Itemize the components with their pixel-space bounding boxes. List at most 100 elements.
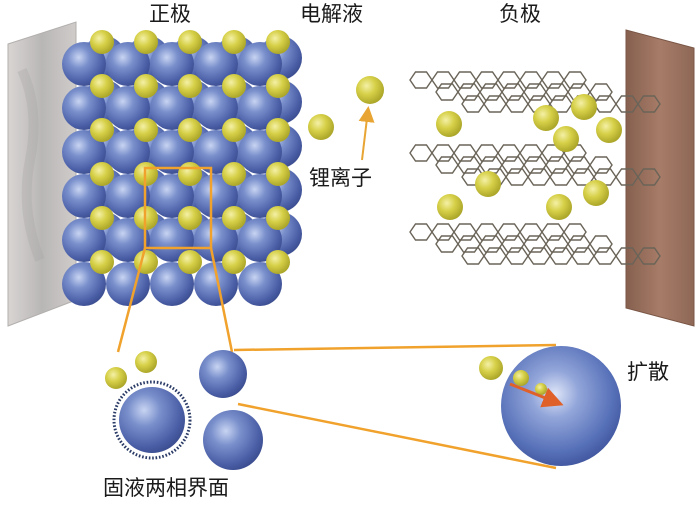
host-sphere [238, 130, 282, 174]
host-sphere [150, 262, 194, 306]
host-sphere [62, 174, 106, 218]
host-sphere [238, 174, 282, 218]
host-sphere [150, 174, 194, 218]
host-sphere [194, 174, 238, 218]
graphene-hexagon [479, 156, 503, 174]
host-sphere [62, 130, 106, 174]
anode-label: 负极 [499, 2, 541, 26]
graphene-hexagon [523, 235, 547, 253]
anode-lithium-ion [475, 171, 501, 197]
graphene-hexagon [593, 95, 617, 113]
cathode-lithium-ion [178, 162, 202, 186]
host-sphere [238, 218, 282, 262]
graphene-hexagon [541, 223, 565, 241]
graphene-hexagon [435, 83, 459, 101]
cathode-lithium-ion [90, 162, 114, 186]
cathode-lithium-ion [178, 30, 202, 54]
graphene-hexagon [457, 83, 481, 101]
graphene-hexagon [541, 71, 565, 89]
lithium-ion-pointer-arrow [358, 106, 375, 161]
graphene-hexagon [431, 144, 455, 162]
graphene-hexagon [461, 95, 485, 113]
graphene-hexagon [461, 247, 485, 265]
graphene-hexagon [497, 223, 521, 241]
cathode-lithium-ion [90, 118, 114, 142]
cathode-lithium-ion [90, 30, 114, 54]
cathode-lithium-ion [266, 118, 290, 142]
host-sphere [106, 174, 150, 218]
graphene-hexagon [519, 144, 543, 162]
graphene-hexagon [567, 156, 591, 174]
graphene-hexagon [483, 95, 507, 113]
lithium-ion [479, 356, 503, 380]
graphene-hexagon [409, 144, 433, 162]
graphene-hexagon [431, 223, 455, 241]
lithium-ion-label: 锂离子 [309, 166, 372, 190]
host-sphere [150, 86, 194, 130]
graphene-hexagon [589, 156, 613, 174]
host-sphere [238, 262, 282, 306]
host-sphere [62, 86, 106, 130]
cathode-lithium-ion [222, 118, 246, 142]
graphene-hexagon [453, 223, 477, 241]
cathode-lithium-ion [90, 250, 114, 274]
graphene-hexagon [637, 247, 661, 265]
cathode-lithium-ion [266, 74, 290, 98]
graphene-hexagon [453, 71, 477, 89]
graphene-hexagon [453, 144, 477, 162]
cathode-lithium-ion [90, 74, 114, 98]
graphene-hexagon [501, 235, 525, 253]
anode-lithium-ion [546, 194, 572, 220]
graphene-hexagon [527, 168, 551, 186]
graphene-hexagon [523, 83, 547, 101]
graphene-hexagon [479, 83, 503, 101]
cathode-lattice [62, 30, 290, 306]
graphene-hexagon [527, 247, 551, 265]
host-particle-large [501, 346, 621, 466]
graphene-hexagon [435, 156, 459, 174]
graphene-hexagon [475, 71, 499, 89]
cathode-lithium-ion [134, 118, 158, 142]
cathode-lithium-ion [222, 206, 246, 230]
host-sphere [106, 42, 150, 86]
graphene-hexagon [501, 156, 525, 174]
graphene-hexagon [505, 247, 529, 265]
graphene-hexagon [637, 95, 661, 113]
host-sphere [194, 130, 238, 174]
host-particle [203, 410, 263, 470]
graphene-hexagon [475, 223, 499, 241]
graphene-hexagon [497, 144, 521, 162]
cathode-lithium-ion [266, 206, 290, 230]
cathode-lithium-ion [178, 118, 202, 142]
host-sphere [150, 218, 194, 262]
anode-lithium-ions [436, 94, 622, 220]
interface-label: 固液两相界面 [103, 476, 229, 500]
host-sphere [194, 86, 238, 130]
cathode-lithium-ion [222, 74, 246, 98]
anode-lithium-ion [596, 117, 622, 143]
lithium-ion [135, 351, 157, 373]
interface-ring [112, 380, 192, 460]
graphene-hexagon [523, 156, 547, 174]
graphene-hexagon [563, 71, 587, 89]
lithium-ion [105, 367, 127, 389]
cathode-lithium-ion [222, 162, 246, 186]
graphene-hexagon [457, 235, 481, 253]
host-sphere [194, 218, 238, 262]
electrolyte-lithium-ion [308, 114, 334, 140]
graphene-hexagon [589, 83, 613, 101]
anode-lithium-ion [553, 126, 579, 152]
graphene-hexagon [505, 95, 529, 113]
host-sphere [62, 262, 106, 306]
cathode-lithium-ion [134, 250, 158, 274]
host-sphere [106, 218, 150, 262]
lithium-ion [513, 370, 529, 386]
graphene-hexagon [593, 247, 617, 265]
graphene-hexagon [497, 71, 521, 89]
cathode-lithium-ion [266, 30, 290, 54]
diffusion-label: 扩散 [627, 360, 669, 384]
anode-lithium-ion [533, 105, 559, 131]
host-sphere [194, 262, 238, 306]
graphene-hexagon [549, 247, 573, 265]
